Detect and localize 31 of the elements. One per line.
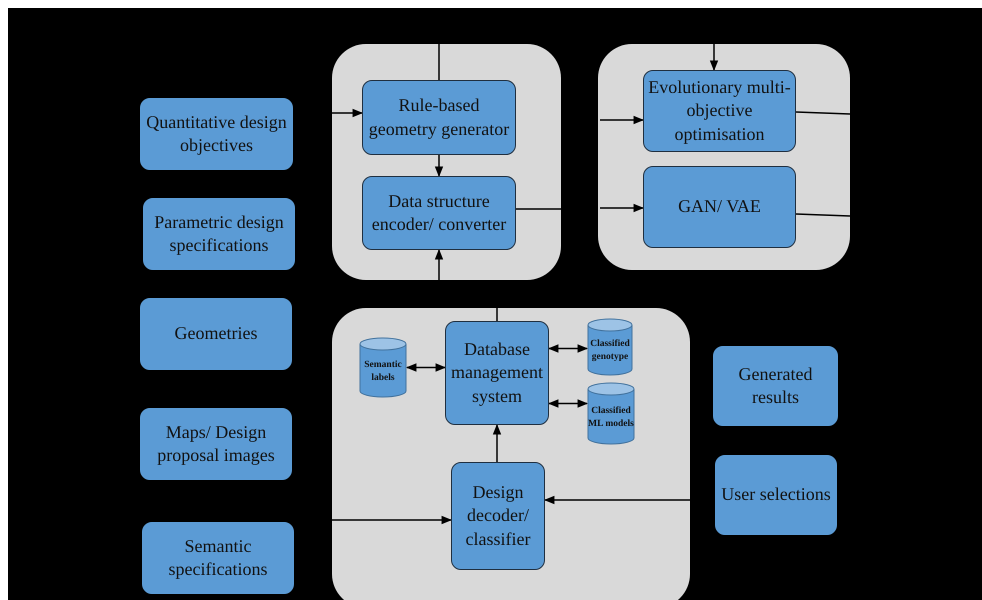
cylinder-label: Semantic labels [363,358,403,384]
arrow [548,399,588,408]
process-box: Evolutionary multi-objective optimisation [643,70,796,152]
process-box: User selections [715,455,837,535]
arrow [600,116,644,124]
process-box: Semantic specifications [142,522,294,594]
group-panel [332,308,690,600]
process-box: Generated results [713,346,838,426]
arrow [434,155,444,178]
arrow [600,204,644,212]
arrow [548,344,588,353]
process-box: Data structure encoder/ converter [362,176,516,250]
arrow [332,516,452,524]
group-panel [598,44,850,270]
process-box: Database management system [445,321,549,425]
process-box: Quantitative design objectives [140,98,293,170]
process-box: Maps/ Design proposal images [140,408,292,480]
group-panel [332,44,561,280]
process-box: Rule-based geometry generator [362,80,516,155]
arrow [332,108,364,118]
cylinder-label: Classified ML models [587,404,635,430]
arrow [492,424,502,462]
process-box: Geometries [140,298,292,370]
cylinder-label: Classified genotype [589,338,631,364]
process-box: Design decoder/ classifier [451,462,545,570]
arrow [710,44,718,72]
arrow [406,363,446,372]
arrow [434,248,444,280]
process-box: GAN/ VAE [643,166,796,248]
process-box: Parametric design specifications [143,198,295,270]
arrow [544,496,690,504]
